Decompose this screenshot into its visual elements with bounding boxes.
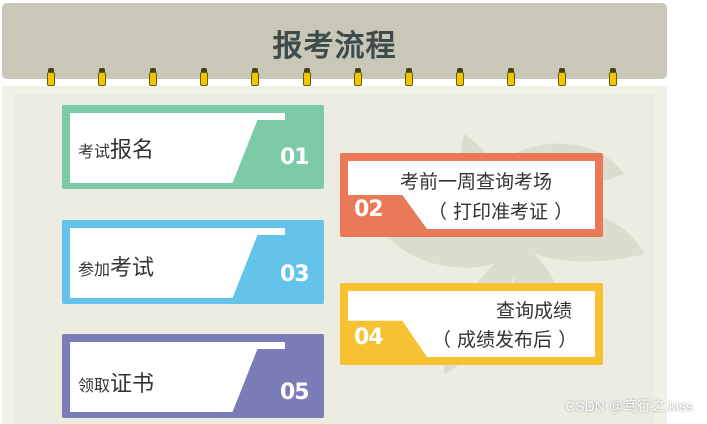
step-card-05: 领取证书 05 bbox=[62, 334, 324, 418]
header-banner: 报考流程 bbox=[2, 3, 667, 79]
flower-decoration-icon bbox=[384, 134, 644, 374]
binder-ring-icon bbox=[456, 68, 464, 88]
step-card-04: 查询成绩 （ 成绩发布后 ） 04 bbox=[340, 283, 603, 365]
binder-ring-icon bbox=[251, 68, 259, 88]
step-label: 参加考试 bbox=[78, 250, 154, 282]
step-label-small: 领取 bbox=[78, 376, 111, 395]
step-card-02: 考前一周查询考场 （ 打印准考证 ） 02 bbox=[340, 153, 603, 237]
step-label-line1: 考前一周查询考场 bbox=[400, 171, 553, 193]
watermark: CSDN @笃行之.kiss bbox=[565, 398, 693, 414]
step-number: 03 bbox=[280, 262, 310, 287]
step-card-03: 参加考试 03 bbox=[62, 220, 324, 304]
step-label-big: 报名 bbox=[110, 138, 155, 163]
step-number: 04 bbox=[354, 325, 384, 350]
step-label-big: 证书 bbox=[110, 372, 155, 397]
page-title: 报考流程 bbox=[272, 29, 397, 64]
binder-ring-icon bbox=[507, 68, 515, 88]
step-label-big: 考试 bbox=[110, 256, 155, 281]
step-label-line2: （ 打印准考证 ） bbox=[428, 201, 574, 223]
binder-ring-icon bbox=[149, 68, 157, 88]
step-label-small: 参加 bbox=[78, 260, 111, 279]
binder-ring-icon bbox=[405, 68, 413, 88]
step-number: 05 bbox=[280, 380, 310, 405]
binder-ring-icon bbox=[558, 68, 566, 88]
step-label: 领取证书 bbox=[78, 366, 154, 398]
step-label-small: 考试 bbox=[78, 142, 111, 161]
binder-ring-icon bbox=[354, 68, 362, 88]
step-number: 02 bbox=[354, 197, 384, 222]
step-label: 考试报名 bbox=[78, 132, 154, 164]
binder-ring-icon bbox=[200, 68, 208, 88]
binder-ring-icon bbox=[47, 68, 55, 88]
binder-ring-icon bbox=[98, 68, 106, 88]
step-label-line2: （ 成绩发布后 ） bbox=[432, 329, 578, 351]
binder-ring-icon bbox=[609, 68, 617, 88]
step-label-line1: 查询成绩 bbox=[496, 300, 573, 322]
step-number: 01 bbox=[280, 145, 310, 170]
binder-ring-icon bbox=[303, 68, 311, 88]
step-card-01: 考试报名 01 bbox=[62, 105, 324, 189]
